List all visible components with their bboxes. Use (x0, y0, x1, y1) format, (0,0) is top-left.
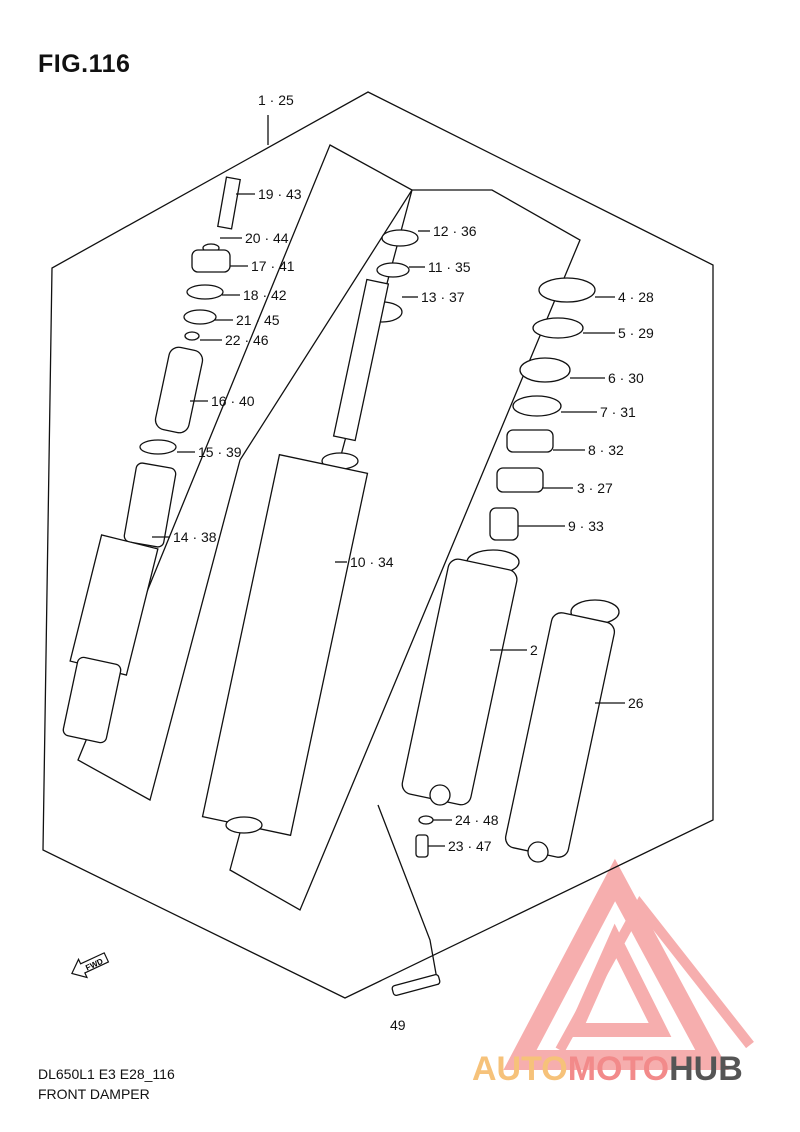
callout-13-37: 13 · 37 (421, 289, 465, 305)
callout-4-28: 4 · 28 (618, 289, 654, 305)
callout-49: 49 (390, 1017, 406, 1033)
fwd-arrow-icon: FWD (71, 952, 110, 979)
callout-6-30: 6 · 30 (608, 370, 644, 386)
figure-title: FIG.116 (38, 50, 131, 78)
callout-11-35: 11 · 35 (428, 259, 471, 275)
watermark-hub: HUB (669, 1050, 743, 1088)
callout-24-48: 24 · 48 (455, 812, 499, 828)
callout-15-39: 15 · 39 (198, 444, 242, 460)
callout-8-32: 8 · 32 (588, 442, 624, 458)
axle-pinch-bolt (377, 804, 441, 997)
inner-tube (201, 452, 369, 837)
outer-tube-right (504, 599, 620, 863)
callout-1-25: 1 · 25 (258, 92, 294, 108)
watermark-moto: MOTO (568, 1050, 669, 1088)
outer-frame (42, 91, 714, 999)
fork-spring (62, 176, 241, 744)
callout-19-43: 19 · 43 (258, 186, 302, 202)
footer-section-name: FRONT DAMPER (38, 1086, 150, 1102)
callout-17-41: 17 · 41 (251, 258, 295, 274)
outer-tube-left (401, 549, 520, 806)
automotohub-logo-icon (503, 858, 754, 1070)
callout-3-27: 3 · 27 (577, 480, 613, 496)
callout-2: 2 (530, 642, 538, 658)
callout-18-42: 18 · 42 (243, 287, 287, 303)
callout-14-38: 14 · 38 (173, 529, 217, 545)
callout-21-45: 21 · 45 (236, 312, 280, 328)
callout-23-47: 23 · 47 (448, 838, 492, 854)
drain-bolt (415, 815, 434, 858)
callout-12-36: 12 · 36 (433, 223, 477, 239)
callout-7-31: 7 · 31 (600, 404, 636, 420)
callout-5-29: 5 · 29 (618, 325, 654, 341)
svg-text:AUTOMOTOHUB: AUTOMOTOHUB (472, 1050, 743, 1088)
callout-22-46: 22 · 46 (225, 332, 269, 348)
watermark-auto: AUTO (472, 1050, 568, 1088)
footer-model-code: DL650L1 E3 E28_116 (38, 1066, 175, 1082)
fwd-label: FWD (84, 957, 105, 973)
callout-26: 26 (628, 695, 644, 711)
callout-10-34: 10 · 34 (350, 554, 394, 570)
callout-16-40: 16 · 40 (211, 393, 255, 409)
seal-stack (489, 277, 596, 541)
callout-9-33: 9 · 33 (568, 518, 604, 534)
damper-rod (332, 229, 419, 442)
callout-20-44: 20 · 44 (245, 230, 289, 246)
